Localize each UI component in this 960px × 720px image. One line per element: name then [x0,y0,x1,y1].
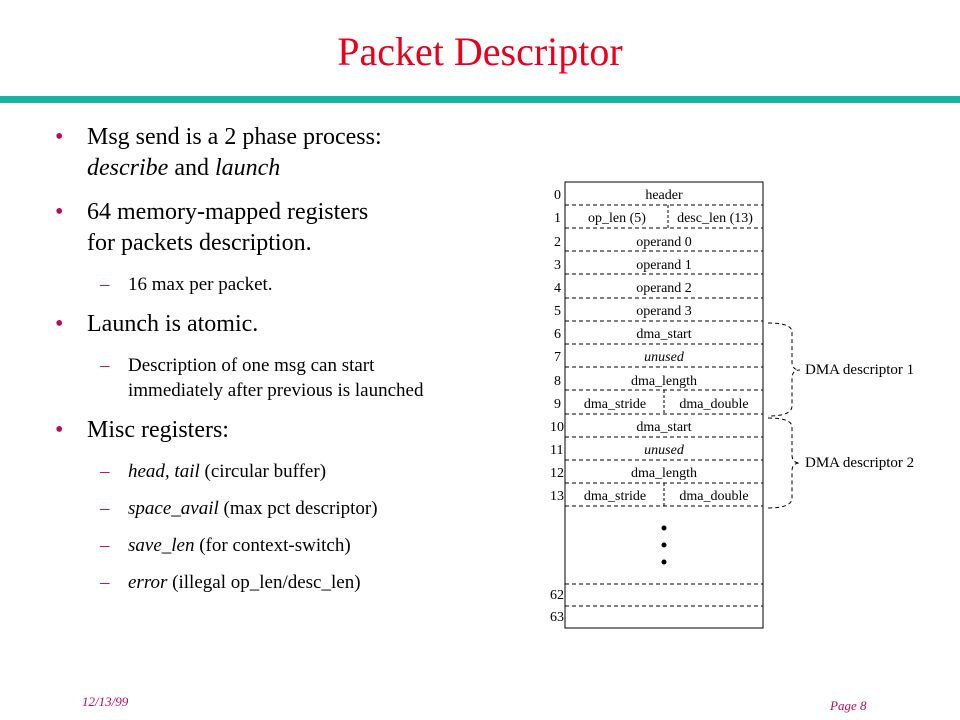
cell-dma-double: dma_double [679,397,748,412]
sub-bullet-space-avail: – space_avail (max pct descriptor) [55,496,575,521]
index-label: 4 [554,281,561,296]
cell-dma-stride: dma_stride [584,397,646,412]
bullet-em-describe: describe [87,155,169,181]
bullet-atomic: • Launch is atomic. [55,309,575,340]
index-label: 9 [554,397,561,412]
cell-unused: unused [644,350,685,365]
sub-bullet-description: – Description of one msg can start immed… [55,353,575,403]
sub-bullet-dash: – [100,498,110,519]
index-label: 62 [550,588,564,603]
index-label: 2 [554,235,561,250]
bullet-list: • Msg send is a 2 phase process: describ… [55,122,575,607]
sub-bullet-dash: – [100,535,110,556]
bullet-two-phase: • Msg send is a 2 phase process: describ… [55,122,575,184]
sub-bullet-em: space_avail [128,498,219,519]
cell-dma-double: dma_double [679,489,748,504]
sub-bullet-em: head, tail [128,461,200,482]
register-table-box [564,181,764,629]
index-label: 10 [550,420,564,435]
sub-bullet-error: – error (illegal op_len/desc_len) [55,570,575,595]
bullet-text: Launch is atomic. [87,311,259,337]
cell-desc-len: desc_len (13) [677,211,753,226]
index-label: 0 [554,188,561,203]
dma-bracket-2 [767,417,801,509]
bullet-misc: • Misc registers: [55,415,575,446]
sub-bullet-dash: – [100,355,110,376]
dma-descriptor-1-label: DMA descriptor 1 [805,362,914,378]
sub-bullet-text: immediately after previous is launched [128,380,424,401]
cell-operand-1: operand 1 [636,258,692,273]
cell-labels: header op_len (5) desc_len (13) operand … [584,188,753,504]
sub-bullet-save-len: – save_len (for context-switch) [55,533,575,558]
bullet-text: 64 memory-mapped registers [87,199,369,225]
cell-operand-3: operand 3 [636,304,692,319]
bullet-dot: • [55,124,64,150]
index-label: 5 [554,304,561,319]
ellipsis-dots [661,525,667,565]
bullet-em-launch: launch [214,155,281,181]
cell-dma-start: dma_start [636,420,691,435]
index-labels: 0 1 2 3 4 5 6 7 8 9 10 11 12 13 62 63 [550,188,564,625]
bullet-text: Misc registers: [87,417,229,443]
bullet-dot: • [55,417,64,443]
index-label: 12 [550,466,564,481]
sub-bullet-head-tail: – head, tail (circular buffer) [55,459,575,484]
sub-bullet-em: error [128,572,168,593]
dma-bracket-1 [767,322,801,417]
index-label: 8 [554,374,561,389]
index-label: 1 [554,211,561,226]
bullet-text-and: and [168,155,215,181]
slide-title: Packet Descriptor [337,29,623,74]
sub-bullet-text: (for context-switch) [194,535,351,556]
sub-bullet-text: Description of one msg can start [128,355,375,376]
cell-dma-stride: dma_stride [584,489,646,504]
cell-unused: unused [644,443,685,458]
index-label: 6 [554,327,561,342]
cell-dma-start: dma_start [636,327,691,342]
packet-descriptor-diagram: 0 1 2 3 4 5 6 7 8 9 10 11 12 13 62 63 he… [550,181,914,629]
bullet-dot: • [55,199,64,225]
index-label: 3 [554,258,561,273]
sub-bullet-text: (illegal op_len/desc_len) [167,572,361,593]
sub-bullet-dash: – [100,572,110,593]
cell-dma-length: dma_length [631,466,697,481]
bullet-text: for packets description. [87,230,312,256]
index-label: 63 [550,610,564,625]
title-rule [0,96,960,103]
sub-bullet-max: – 16 max per packet. [55,272,575,297]
sub-bullet-dash: – [100,274,110,295]
footer-page-number: Page 8 [830,698,867,713]
sub-bullet-text: (max pct descriptor) [218,498,378,519]
dma-descriptor-2-label: DMA descriptor 2 [805,455,914,471]
cell-dma-length: dma_length [631,374,697,389]
index-label: 7 [554,350,561,365]
bullet-dot: • [55,311,64,337]
footer-date: 12/13/99 [82,694,129,709]
cell-operand-2: operand 2 [636,281,692,296]
sub-bullet-em: save_len [128,535,195,556]
cell-op-len: op_len (5) [588,211,646,226]
sub-bullet-text: 16 max per packet. [128,274,273,295]
sub-bullet-dash: – [100,461,110,482]
index-label: 13 [550,489,564,504]
bullet-registers: • 64 memory-mapped registers for packets… [55,197,575,259]
sub-bullet-text: (circular buffer) [199,461,327,482]
cell-header: header [645,188,683,203]
bullet-text: Msg send is a 2 phase process: [87,124,382,150]
cell-operand-0: operand 0 [636,235,692,250]
index-label: 11 [550,443,563,458]
